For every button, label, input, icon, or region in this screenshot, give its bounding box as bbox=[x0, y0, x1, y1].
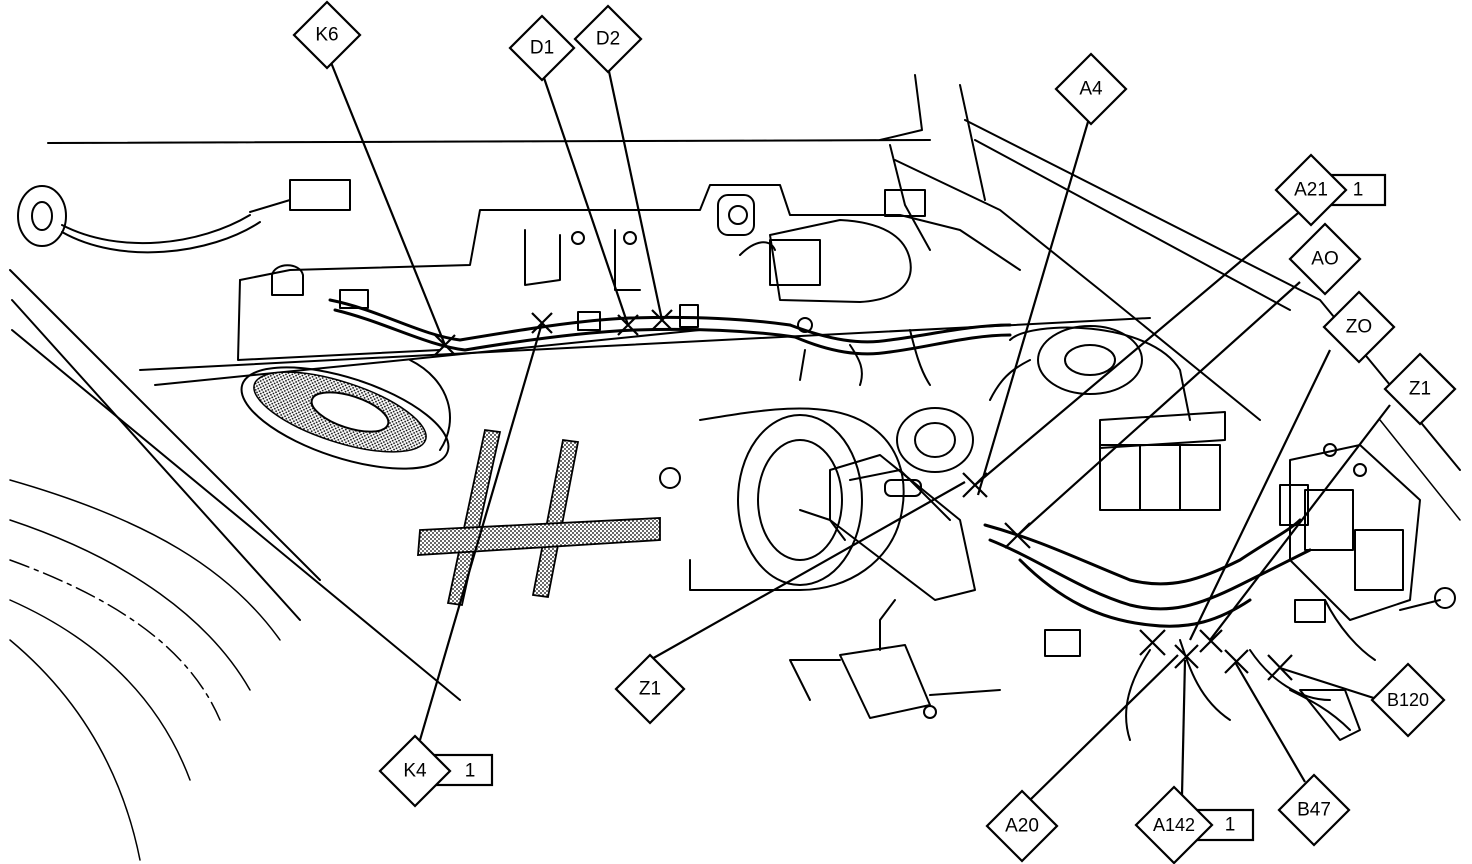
leader-z1-left bbox=[649, 481, 966, 661]
callout-d2-label: D2 bbox=[596, 29, 620, 50]
leader-d1 bbox=[540, 71, 630, 326]
junction-k4 bbox=[531, 312, 553, 334]
callout-a21-qty: 1 bbox=[1353, 180, 1364, 201]
junction-a142 bbox=[1174, 644, 1199, 669]
leader-a142 bbox=[1180, 659, 1187, 796]
junction-a20 bbox=[1139, 629, 1166, 656]
leader-ao bbox=[1017, 281, 1301, 536]
callout-k4-label: K4 bbox=[403, 761, 427, 782]
junction-d2 bbox=[651, 309, 673, 331]
callout-k6-label: K6 bbox=[315, 25, 338, 46]
leader-b47 bbox=[1234, 661, 1306, 783]
callout-a20[interactable]: A20 bbox=[985, 789, 1059, 863]
callout-ao[interactable]: AO bbox=[1288, 222, 1362, 296]
callout-k6[interactable]: K6 bbox=[292, 0, 362, 70]
leader-b120 bbox=[1279, 666, 1381, 702]
callout-a4[interactable]: A4 bbox=[1054, 52, 1128, 126]
junction-ao bbox=[1004, 522, 1031, 549]
junction-d1 bbox=[617, 314, 639, 336]
leader-z1-right bbox=[1209, 404, 1391, 641]
callout-a4-label: A4 bbox=[1079, 79, 1103, 100]
callouts: K6 D1 D2 A4 A21 1 AO ZO Z1 bbox=[292, 0, 1457, 864]
callout-z1-right-label: Z1 bbox=[1409, 379, 1431, 400]
callout-b47[interactable]: B47 bbox=[1277, 773, 1351, 847]
leader-zo bbox=[1189, 349, 1331, 641]
callout-ao-label: AO bbox=[1311, 249, 1338, 270]
vehicle-illustration bbox=[9, 74, 1461, 861]
callout-zo-label: ZO bbox=[1346, 317, 1372, 338]
junction-marks bbox=[434, 309, 1293, 681]
callout-a21[interactable]: A21 1 bbox=[1274, 153, 1387, 227]
callout-a142-label: A142 bbox=[1153, 815, 1195, 835]
junction-a21 bbox=[962, 472, 988, 498]
junction-b120 bbox=[1267, 654, 1293, 681]
leader-k4 bbox=[418, 322, 544, 741]
callout-b120-label: B120 bbox=[1387, 690, 1429, 710]
junction-b47 bbox=[1224, 649, 1249, 674]
junction-k6 bbox=[434, 334, 456, 356]
callout-d2[interactable]: D2 bbox=[573, 4, 643, 74]
leader-k6 bbox=[328, 59, 447, 346]
callout-b120[interactable]: B120 bbox=[1370, 662, 1446, 738]
callout-a21-label: A21 bbox=[1294, 180, 1328, 201]
callout-zo[interactable]: ZO bbox=[1322, 290, 1396, 364]
leader-a4 bbox=[976, 114, 1092, 496]
callout-k4-qty: 1 bbox=[465, 761, 476, 782]
callout-z1-left[interactable]: Z1 bbox=[614, 653, 686, 725]
callout-k4[interactable]: K4 1 bbox=[378, 734, 494, 808]
callout-a20-label: A20 bbox=[1005, 816, 1039, 837]
callout-d1-label: D1 bbox=[530, 38, 554, 59]
callout-z1-right[interactable]: Z1 bbox=[1383, 352, 1457, 426]
leader-a21 bbox=[974, 202, 1311, 486]
callout-a142-qty: 1 bbox=[1225, 815, 1236, 836]
callout-z1-left-label: Z1 bbox=[639, 679, 661, 700]
leader-d2 bbox=[605, 61, 664, 321]
callout-d1[interactable]: D1 bbox=[508, 14, 576, 82]
junction-z1 bbox=[1199, 629, 1223, 653]
leader-a20 bbox=[1029, 654, 1179, 801]
callout-a142[interactable]: A142 1 bbox=[1134, 785, 1255, 864]
leader-lines bbox=[328, 59, 1391, 801]
callout-b47-label: B47 bbox=[1297, 800, 1331, 821]
